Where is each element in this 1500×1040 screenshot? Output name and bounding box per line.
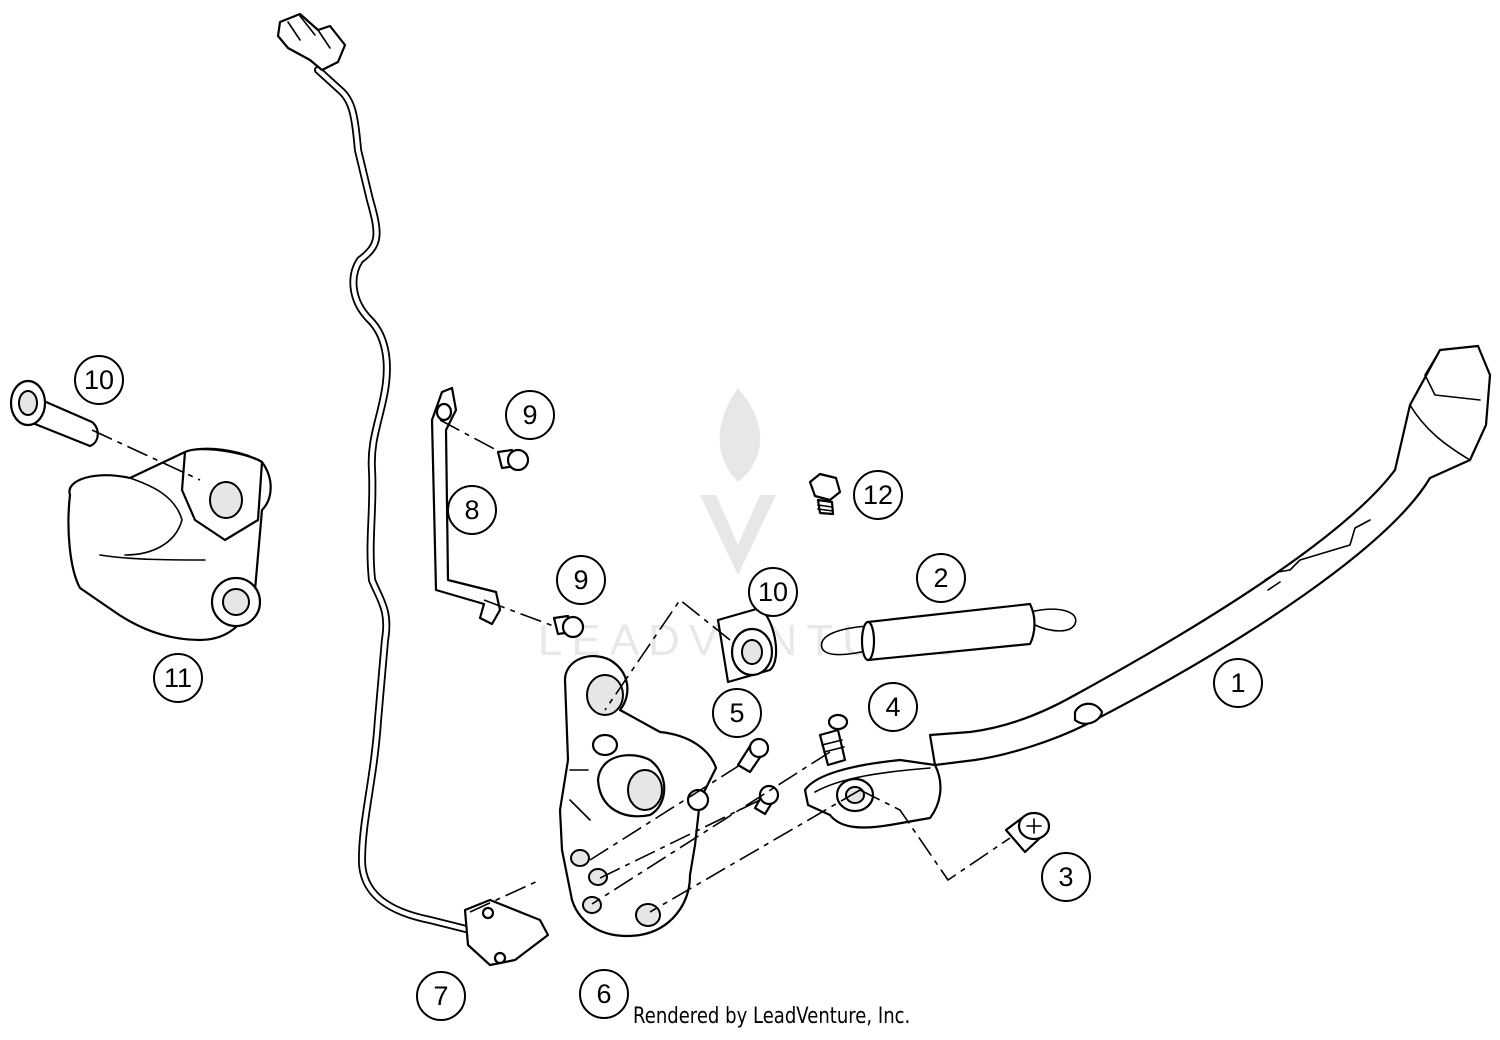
callout-1[interactable]: 1 (1213, 658, 1263, 708)
callout-7-label: 7 (433, 981, 448, 1011)
callout-4-label: 4 (885, 692, 900, 722)
callout-9-upper[interactable]: 9 (505, 390, 555, 440)
callout-8[interactable]: 8 (447, 485, 497, 535)
callout-5-label: 5 (729, 698, 744, 728)
callout-5[interactable]: 5 (712, 688, 762, 738)
holder-screw-upper (496, 448, 530, 472)
callout-12[interactable]: 12 (853, 470, 903, 520)
callout-9-upper-label: 9 (522, 400, 537, 430)
callout-10-left-label: 10 (84, 365, 114, 395)
callout-10-left[interactable]: 10 (74, 355, 124, 405)
callout-12-label: 12 (863, 480, 893, 510)
side-stand (803, 344, 1492, 829)
side-stand-switch-cable (276, 12, 550, 967)
callout-3-label: 3 (1058, 862, 1073, 892)
callout-1-label: 1 (1230, 668, 1245, 698)
callout-2-label: 2 (933, 563, 948, 593)
leader-lines (91, 419, 1011, 913)
shoulder-bolt-left (9, 379, 99, 448)
callout-2[interactable]: 2 (916, 553, 966, 603)
callout-10-center-label: 10 (758, 577, 788, 607)
grease-fitting (818, 713, 849, 767)
callout-6[interactable]: 6 (579, 969, 629, 1019)
cable-holder (430, 386, 502, 626)
plug-screw (808, 472, 842, 516)
stand-bolt (1004, 811, 1051, 854)
render-credit: Rendered by LeadVenture, Inc. (633, 1004, 911, 1029)
callout-9-lower-label: 9 (573, 565, 588, 595)
stand-bracket (558, 655, 718, 938)
callout-10-center[interactable]: 10 (748, 567, 798, 617)
sleeve-bushing (716, 606, 778, 684)
callout-8-label: 8 (464, 495, 479, 525)
callout-11-label: 11 (164, 663, 192, 693)
callout-7[interactable]: 7 (416, 971, 466, 1021)
stand-spring (820, 602, 1077, 662)
callout-6-label: 6 (596, 979, 611, 1009)
callout-9-lower[interactable]: 9 (556, 555, 606, 605)
callout-4[interactable]: 4 (868, 682, 918, 732)
screw-upper (736, 737, 770, 774)
holder-screw-lower (552, 614, 585, 639)
side-stand-switch (67, 447, 272, 642)
callout-11[interactable]: 11 (153, 653, 203, 703)
callout-3[interactable]: 3 (1041, 852, 1091, 902)
